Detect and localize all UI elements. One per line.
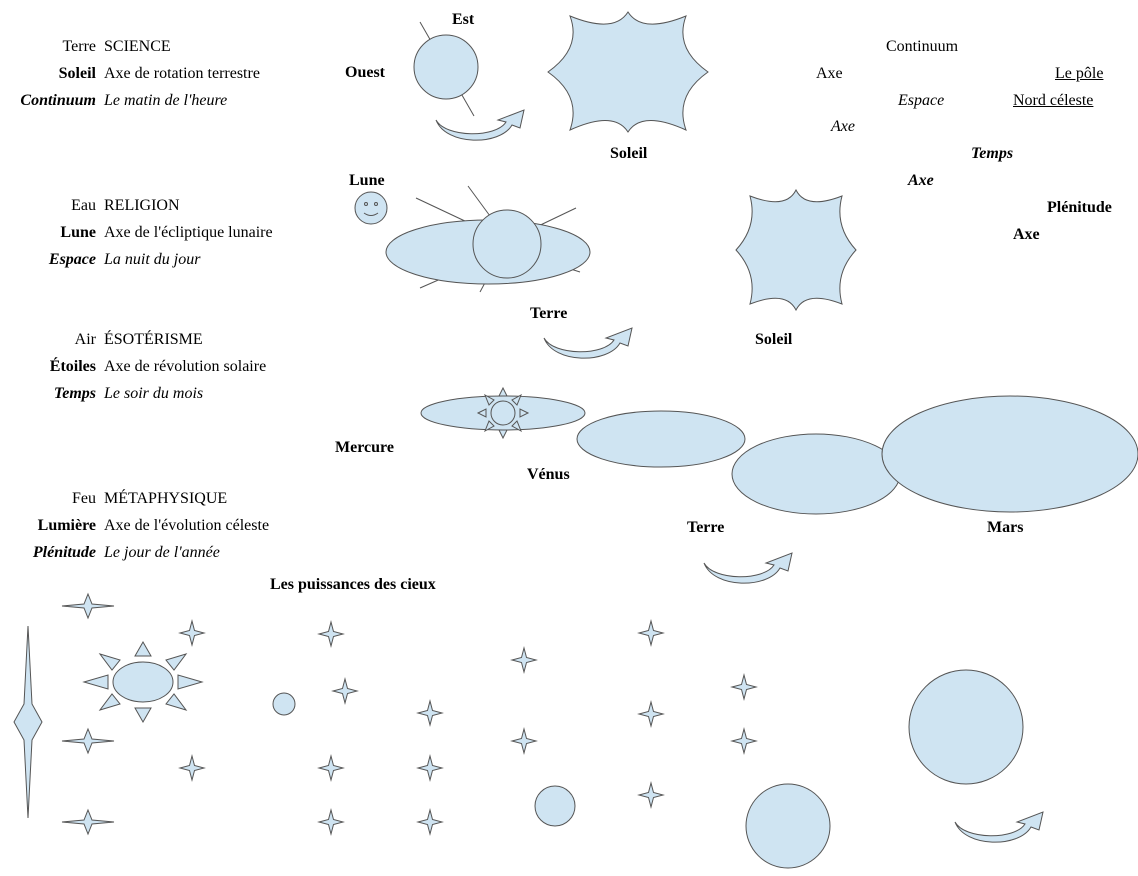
star-icon (318, 809, 344, 835)
label-mercure: Mercure (335, 439, 394, 456)
evolution-arrow-icon (703, 552, 793, 584)
label-le-pole: Le pôle (1055, 65, 1104, 82)
star-icon (638, 620, 664, 646)
row-axis: Axe de l'écliptique lunaire (104, 224, 273, 241)
label-espace: Espace (898, 92, 945, 109)
label-soleil-middle: Soleil (755, 331, 793, 348)
label-soleil-top: Soleil (610, 145, 648, 162)
moon-face-icon (354, 191, 388, 225)
footer-title: Les puissances des cieux (270, 576, 436, 593)
largest-planet-circle (908, 669, 1024, 785)
large-planet-circle (745, 783, 831, 869)
label-est: Est (452, 11, 475, 28)
row-dimension: Continuum (20, 92, 96, 109)
row-domain: SCIENCE (104, 38, 171, 55)
star-icon (638, 701, 664, 727)
small-planet-circle (272, 692, 296, 716)
revolution-arrow-icon (543, 327, 633, 359)
row-time: Le soir du mois (104, 385, 204, 402)
venus-orbit-ellipse (731, 433, 901, 515)
row-element: Air (74, 331, 96, 348)
label-axe-4: Axe (1013, 226, 1040, 243)
sun-star-middle-shape (735, 188, 857, 312)
star-icon (179, 620, 205, 646)
row-axis: Axe de rotation terrestre (104, 65, 260, 82)
row-domain: MÉTAPHYSIQUE (104, 490, 228, 507)
medium-planet-circle (534, 785, 576, 827)
label-mars: Mars (987, 519, 1024, 536)
star-icon (417, 755, 443, 781)
row-domain: RELIGION (104, 197, 180, 214)
row-element: Eau (71, 197, 96, 214)
star-icon (511, 728, 537, 754)
star-icon (638, 782, 664, 808)
terre-orbit-ellipse (881, 395, 1138, 513)
star-icon (511, 647, 537, 673)
label-lune: Lune (349, 172, 385, 189)
row-body: Étoiles (49, 358, 96, 375)
star-icon (731, 674, 757, 700)
row-dimension: Espace (48, 251, 96, 268)
sun-rays-icon (82, 640, 204, 724)
star-icon (179, 755, 205, 781)
row-time: Le jour de l'année (104, 544, 220, 561)
row-domain: ÉSOTÉRISME (104, 331, 203, 348)
row-body: Lune (60, 224, 96, 241)
label-axe-2: Axe (831, 118, 855, 135)
star-icon (332, 678, 358, 704)
star-icon (417, 809, 443, 835)
row-dimension: Plénitude (32, 544, 96, 561)
label-plenitude: Plénitude (1047, 199, 1112, 216)
star-icon (731, 728, 757, 754)
label-temps: Temps (971, 145, 1014, 162)
star-icon (61, 809, 115, 835)
row-time: Le matin de l'heure (104, 92, 228, 109)
earth-rotation-circle (413, 34, 479, 100)
small-sun-icon (476, 386, 530, 440)
label-venus: Vénus (527, 466, 570, 483)
row-body: Lumière (37, 517, 96, 534)
row-dimension: Temps (53, 385, 96, 402)
mercure-orbit-ellipse (576, 410, 746, 468)
rotation-arrow-icon (435, 109, 525, 141)
star-icon (417, 700, 443, 726)
label-axe-1: Axe (816, 65, 843, 82)
row-element: Terre (62, 38, 96, 55)
label-ouest: Ouest (345, 64, 385, 81)
row-axis: Axe de révolution solaire (104, 358, 267, 375)
star-icon (318, 621, 344, 647)
star-icon (318, 755, 344, 781)
footer-arrow-icon (954, 811, 1044, 843)
star-icon (61, 728, 115, 754)
label-axe-3: Axe (908, 172, 934, 189)
sun-star-top-shape (547, 11, 709, 133)
label-terre-middle: Terre (530, 305, 568, 322)
label-nord-celeste: Nord céleste (1013, 92, 1094, 109)
row-element: Feu (72, 490, 96, 507)
star-icon (61, 593, 115, 619)
label-terre-low: Terre (687, 519, 725, 536)
label-continuum: Continuum (886, 38, 959, 55)
earth-middle-circle (472, 209, 542, 279)
row-axis: Axe de l'évolution céleste (104, 517, 270, 534)
row-time: La nuit du jour (104, 251, 201, 268)
row-body: Soleil (58, 65, 96, 82)
tall-star-icon (13, 625, 43, 819)
